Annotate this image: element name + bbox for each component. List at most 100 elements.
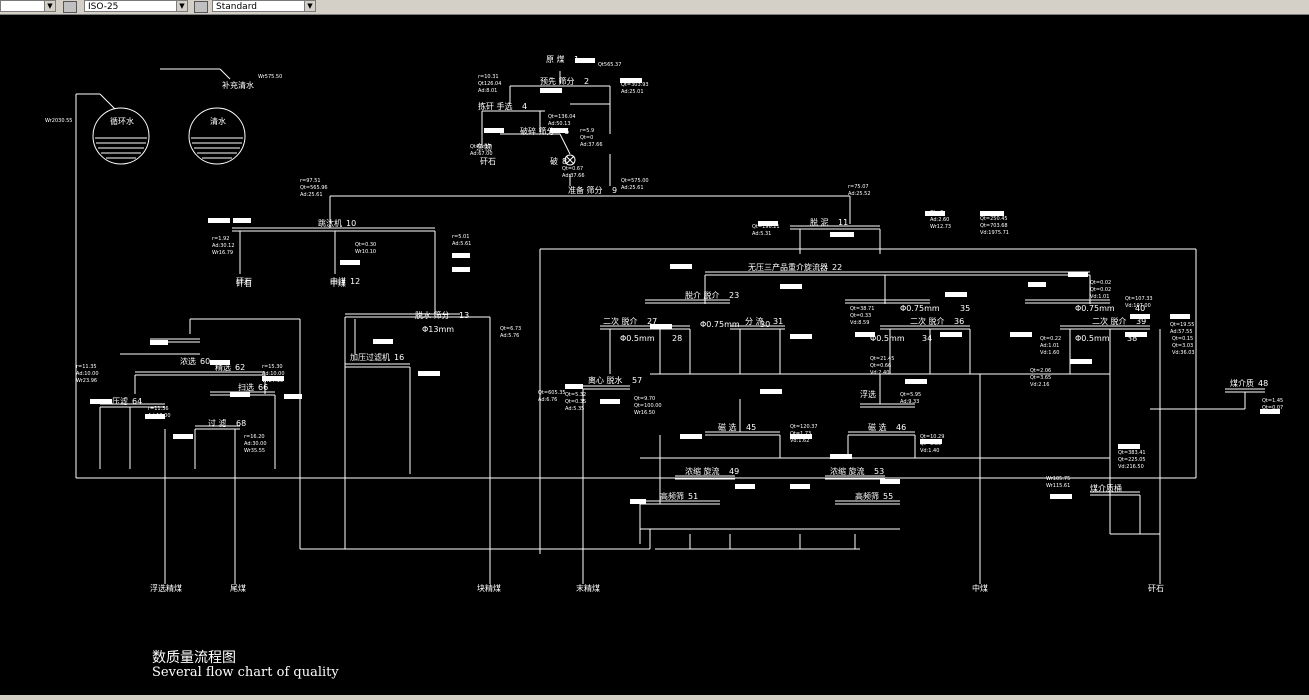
r39-line-0: Wr575.50 <box>258 74 282 80</box>
n_jig-label: 跳汰机 <box>318 218 342 228</box>
n_circ-label: 循环水 <box>110 116 134 126</box>
r5-line-1: Qt=0 <box>580 135 593 141</box>
r26-line-0: Qt=2.06 <box>1030 368 1051 374</box>
n_phi05b-label: Φ0.5mm <box>870 334 905 343</box>
n_desl-label: 脱 泥 <box>810 217 829 227</box>
n_des23-label: 脱介 脱介 <box>685 290 720 300</box>
r3-line-1: Ad:25.01 <box>621 89 644 95</box>
r29-line-2: Vd:1.62 <box>790 438 809 444</box>
r33-line-1: Ad:57.55 <box>1170 329 1193 335</box>
n_dewater-label: 脱水 筛分 <box>415 310 450 320</box>
n_prep9-label: 准备 筛分 <box>568 185 603 195</box>
circulating-water-tank <box>92 107 150 165</box>
r25-line-1: Qt=0.66 <box>870 363 891 369</box>
r29-line-0: Qt=120.37 <box>790 424 818 430</box>
n_clear-label: 清水 <box>210 116 226 126</box>
r5-line-2: Ad:37.66 <box>580 142 603 148</box>
r18-line-0: r=11.35 <box>76 364 97 370</box>
cad-toolbar: ▼ ISO-25 ▼ Standard ▼ <box>0 0 1309 15</box>
r20-line-1: Ad:10.00 <box>148 413 171 419</box>
r35-line-0: Qt=0.22 <box>1040 336 1061 342</box>
n_floatconc-num: 62 <box>235 363 245 372</box>
flow-lines <box>75 68 1265 584</box>
r31-line-0: Qt=1.45 <box>1262 398 1283 404</box>
n_phi075b-num: 35 <box>960 304 970 313</box>
n_pick2-label: 扫选 <box>238 382 254 392</box>
n_break-num: 8 <box>562 157 567 166</box>
r6-line-0: Qt=0.17 <box>470 144 491 150</box>
r13-line-1: Ad:5.61 <box>452 241 471 247</box>
dimstyle-combo[interactable]: ISO-25 ▼ <box>84 0 188 12</box>
r22-line-1: Ad:6.76 <box>538 397 557 403</box>
chevron-down-icon[interactable]: ▼ <box>176 1 187 11</box>
n_phi05c-num: 38 <box>1127 334 1137 343</box>
n_conc-num: 60 <box>200 357 210 366</box>
r7-line-1: Ad:37.66 <box>562 173 585 179</box>
dimension-style-icon[interactable] <box>63 1 77 13</box>
chevron-down-icon[interactable]: ▼ <box>44 1 55 11</box>
r10-line-0: r=75.07 <box>848 184 869 190</box>
n_pressfilter-num: 64 <box>132 397 142 406</box>
n_twice2-num: 36 <box>954 317 964 326</box>
r32-line-1: Qt=225.05 <box>1118 457 1146 463</box>
n_desl-num: 11 <box>838 218 848 227</box>
n_medium-label: 煤介质 <box>1230 378 1254 388</box>
n_3prod-label: 无压三产品重介旋流器 <box>748 262 828 272</box>
n_mag2-label: 磁 选 <box>868 422 887 432</box>
n_floatconc-label: 精选 <box>215 362 231 372</box>
crusher-symbol <box>564 154 576 166</box>
r21-line-2: Wr35.55 <box>244 448 265 454</box>
n_prep-num: 2 <box>584 77 589 86</box>
textstyle-combo[interactable]: Standard ▼ <box>212 0 316 12</box>
n_gangue1-label: 矸石 <box>480 157 496 166</box>
n_des23-num: 23 <box>729 291 739 300</box>
caption-english: Several flow chart of quality <box>152 665 339 680</box>
r11-line-2: Wr16.79 <box>212 250 233 256</box>
r9-line-1: Qt=565.96 <box>300 185 328 191</box>
r35-line-1: Ad:1.01 <box>1040 343 1059 349</box>
dimstyle-combo-value: ISO-25 <box>88 2 119 12</box>
n_raw-label: 原 煤 <box>546 54 565 64</box>
r8-line-1: Ad:25.61 <box>621 185 644 191</box>
r8-line-0: Qt=575.00 <box>621 178 649 184</box>
n_phi05a-num: 28 <box>672 334 682 343</box>
r38-line-0: Wr2030.55 <box>45 118 72 124</box>
text-style-icon[interactable] <box>194 1 208 13</box>
n_filter-num: 68 <box>236 419 246 428</box>
r9-line-2: Ad:25.61 <box>300 192 323 198</box>
n_pick-num: 4 <box>522 102 527 111</box>
r26-line-1: Qt=3.65 <box>1030 375 1051 381</box>
r2-line-0: r=10.31 <box>478 74 499 80</box>
n_centrifuge-num: 57 <box>632 376 642 385</box>
n_pick-label: 拣矸 手选 <box>478 101 513 111</box>
r23-line-1: Qt=0.35 <box>565 399 586 405</box>
p_midcoal-label: 中煤 <box>972 583 988 593</box>
chevron-down-icon[interactable]: ▼ <box>304 1 315 11</box>
n_phi075c-num: 40 <box>1135 304 1145 313</box>
n_phi075a-num: 30 <box>760 320 770 329</box>
n_hcyc2-num: 53 <box>874 467 884 476</box>
r16-line-1: Ad:5.31 <box>752 231 771 237</box>
p_fineclean-label: 末精煤 <box>576 583 600 593</box>
r32-line-2: Vd:216.50 <box>1118 464 1144 470</box>
r24-line-1: Qt=100.00 <box>634 403 662 409</box>
n_prep9-num: 9 <box>612 186 617 195</box>
n_crush-num: 6 <box>564 127 569 136</box>
n_phi05c-label: Φ0.5mm <box>1075 334 1110 343</box>
r30-line-1: Qt=8.85 <box>920 441 941 447</box>
n_gangue2-label: 矸石 <box>236 277 252 286</box>
n_hmag2-label: 高频筛 <box>855 491 879 501</box>
n_twice2-label: 二次 脱介 <box>910 316 945 326</box>
n_hcyc2-label: 浓缩 旋流 <box>830 466 865 476</box>
r34-line-0: Qt=0.15 <box>1172 336 1193 342</box>
n_phi05a-label: Φ0.5mm <box>620 334 655 343</box>
r27-line-1: Ad:9.33 <box>900 399 919 405</box>
n_mid1-label: 中煤 <box>330 276 346 286</box>
r23-line-0: Qt=5.32 <box>565 392 586 398</box>
layer-combo[interactable]: ▼ <box>0 0 56 12</box>
p_mid_top-label: 中煤 <box>330 278 346 288</box>
r4-line-0: Qt=136.04 <box>548 114 576 120</box>
n_prep-label: 预先 筛分 <box>540 76 575 86</box>
